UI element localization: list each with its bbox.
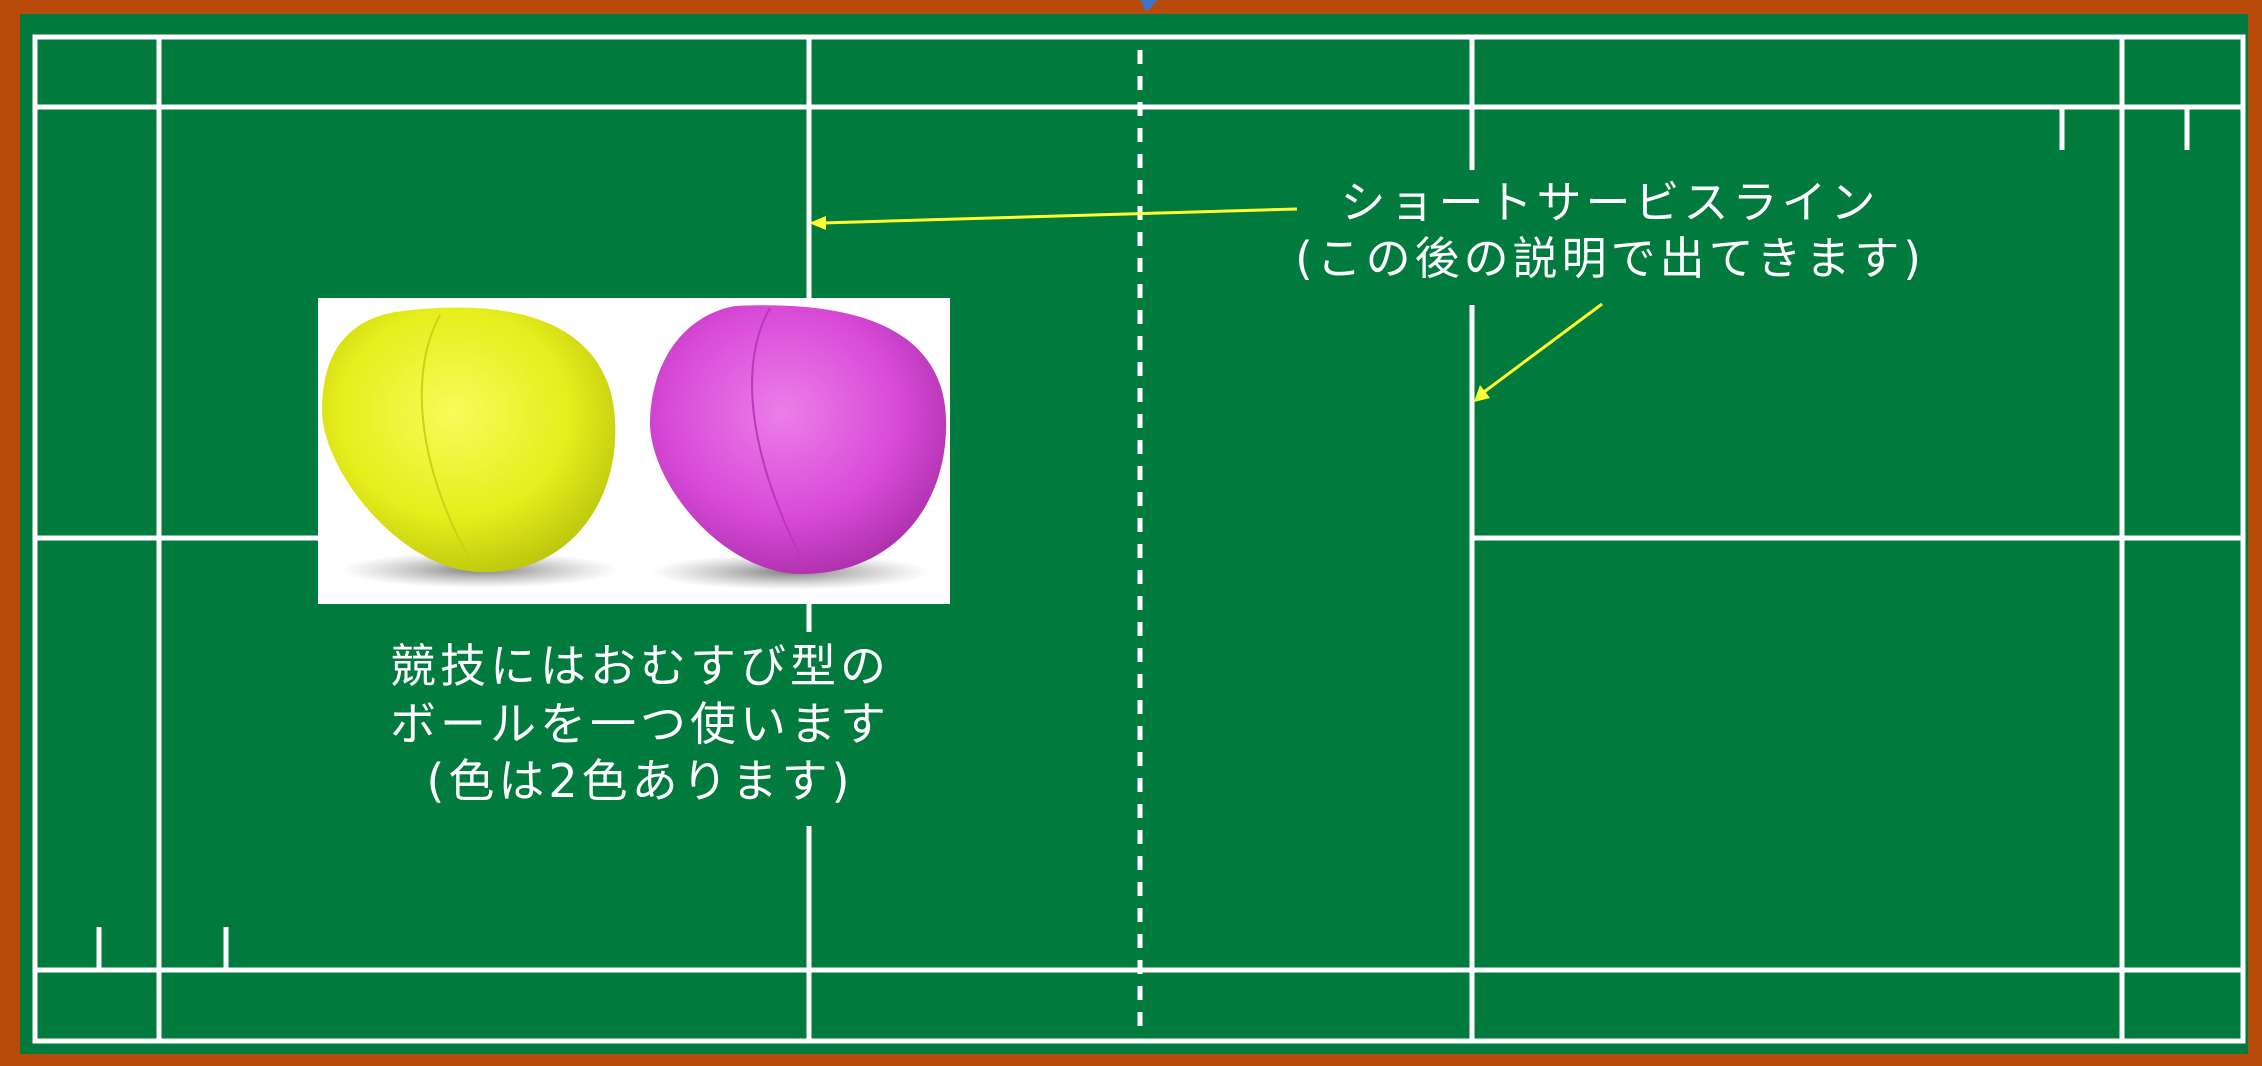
short-service-line-annotation: ショートサービスライン (この後の説明で出てきます) — [1260, 175, 1960, 288]
top-edge-mark — [1140, 0, 1158, 12]
magenta-ball — [649, 305, 947, 575]
annotation-arrows — [809, 207, 1603, 402]
caption-line-2: ボールを一つ使います — [390, 696, 890, 751]
ball-caption: 競技にはおむすび型の ボールを一つ使います (色は2色あります) — [300, 638, 980, 811]
arrow-head-left — [809, 216, 826, 230]
caption-line-1: 競技にはおむすび型の — [390, 639, 890, 693]
ball-image — [318, 298, 950, 604]
arrow-head-right — [1474, 385, 1490, 402]
annotation-line-2: (この後の説明で出てきます) — [1295, 232, 1925, 286]
yellow-ball-seam — [420, 314, 471, 561]
arrow-to-right-line — [1483, 302, 1603, 394]
magenta-ball-seam — [751, 307, 806, 566]
arrow-to-left-line — [821, 207, 1298, 225]
court-lines — [32, 34, 2246, 1044]
caption-line-3: (色は2色あります) — [426, 754, 854, 808]
yellow-ball — [322, 307, 616, 573]
annotation-line-1: ショートサービスライン — [1340, 176, 1880, 229]
